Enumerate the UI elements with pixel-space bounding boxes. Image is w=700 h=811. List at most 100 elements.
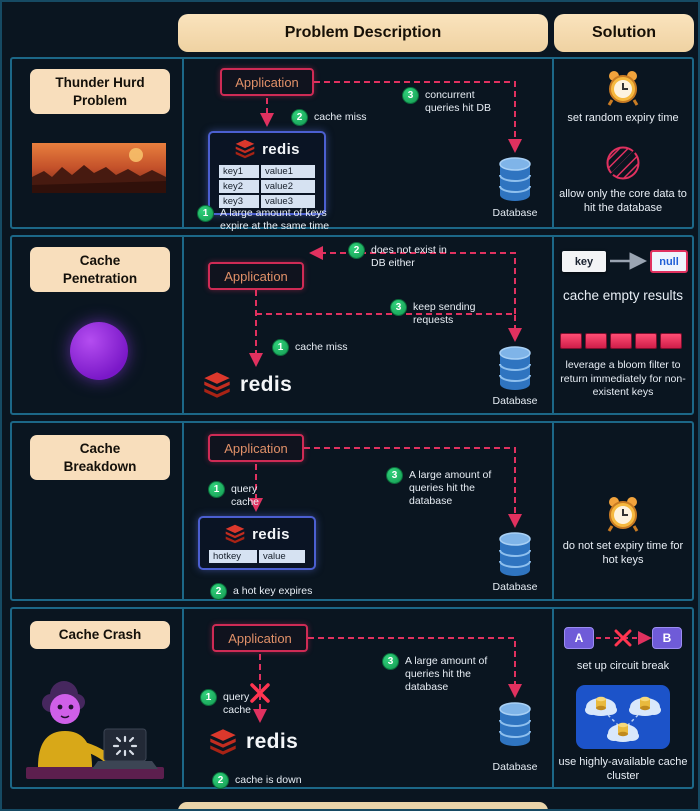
step-badge: 3 (382, 653, 399, 670)
step-badge: 3 (386, 467, 403, 484)
kv-cell: hotkey (209, 550, 257, 563)
node-a-box: A (564, 627, 594, 649)
database-label: Database (492, 761, 538, 773)
database-label: Database (492, 581, 538, 593)
column-divider (182, 237, 184, 413)
bloom-block (660, 333, 682, 349)
column-header-solution-label: Solution (592, 24, 656, 41)
solution-text: set up circuit break (576, 660, 670, 672)
step-queries-hit-db: 3 A large amount of queries hit the data… (386, 467, 516, 508)
redis-logo-icon (204, 372, 230, 398)
application-node: Application (208, 434, 304, 462)
row-title: Cache Breakdown (30, 435, 170, 481)
solution-cell: do not set expiry time for hot keys (552, 423, 694, 599)
planet-illustration (70, 322, 128, 380)
row-cache-crash: Cache Crash Application (10, 607, 694, 789)
herd-illustration (32, 143, 166, 193)
person-illustration (26, 681, 164, 779)
x-mark-icon (614, 629, 632, 647)
step-badge: 1 (197, 205, 214, 222)
bloom-block (635, 333, 657, 349)
application-node: Application (208, 262, 304, 290)
solution-text: set random expiry time (567, 112, 679, 124)
solution-cell: key null cache empty results leverage a … (552, 237, 694, 413)
column-divider (552, 237, 554, 413)
step-queries-hit-db: 3 A large amount of queries hit the data… (382, 653, 512, 694)
kv-cell: key3 (219, 195, 259, 208)
circuit-break-arrow (596, 629, 652, 647)
solution-text: allow only the core data to hit the data… (559, 188, 687, 215)
column-header-problem-label: Problem Description (284, 24, 442, 41)
step-badge: 2 (348, 242, 365, 259)
solution-note: leverage a bloom filter to return immedi… (560, 359, 686, 399)
redis-label: redis (252, 525, 290, 543)
database-icon (499, 346, 531, 390)
kv-cell: value1 (261, 165, 315, 178)
solution-headline: cache empty results (562, 288, 684, 303)
kv-cell: value (259, 550, 305, 563)
redis-label: redis (240, 373, 293, 396)
row-cache-penetration: Cache Penetration Application 2 does not… (10, 235, 694, 415)
row-title: Cache Crash (30, 621, 170, 649)
row-cache-breakdown: Cache Breakdown Application 1 query cach… (10, 421, 694, 601)
node-b-box: B (652, 627, 682, 649)
database-icon (499, 532, 531, 576)
column-header-problem: Problem Description (178, 14, 548, 52)
step-keep-sending: 3 keep sending requests (390, 299, 490, 327)
column-divider (552, 609, 554, 787)
step-cache-miss: 2 cache miss (291, 109, 367, 126)
step-badge: 1 (200, 689, 217, 706)
redis-node: redis (208, 727, 298, 757)
database-label: Database (492, 207, 538, 219)
redis-label: redis (262, 140, 300, 158)
step-keys-expire: 1 A large amount of keys expire at the s… (197, 205, 347, 233)
step-badge: 3 (390, 299, 407, 316)
redis-logo-icon (210, 729, 236, 755)
application-node: Application (212, 624, 308, 652)
application-node: Application (220, 68, 314, 96)
cloud-cluster-icon (576, 685, 670, 749)
step-cache-is-down: 2 cache is down (212, 772, 302, 789)
alarm-clock-icon (607, 497, 639, 532)
solution-text: use highly-available cache cluster (558, 756, 688, 783)
null-box: null (650, 250, 688, 273)
kv-cell: key2 (219, 180, 259, 193)
step-badge: 2 (210, 583, 227, 600)
redis-logo-icon (225, 524, 245, 544)
redis-node: redis (202, 370, 292, 400)
solution-text: do not set expiry time for hot keys (562, 540, 684, 567)
row-title: Thunder Hurd Problem (30, 69, 170, 115)
partial-next-header (178, 802, 548, 809)
solution-cell: set random expiry time allow only the co… (552, 59, 694, 227)
bloom-filter-blocks (560, 333, 682, 349)
bloom-block (610, 333, 632, 349)
column-header-solution: Solution (554, 14, 694, 52)
kv-cell: value3 (261, 195, 315, 208)
step-badge: 2 (212, 772, 229, 789)
kv-cell: key1 (219, 165, 259, 178)
column-divider (552, 59, 554, 227)
step-cache-miss: 1 cache miss (272, 339, 348, 356)
step-badge: 1 (272, 339, 289, 356)
step-not-in-db: 2 does not exist in DB either (348, 242, 464, 270)
step-concurrent-queries: 3 concurrent queries hit DB (402, 87, 506, 115)
database-icon (499, 702, 531, 746)
bloom-block (560, 333, 582, 349)
step-hot-key-expires: 2 a hot key expires (210, 583, 312, 600)
solution-cell: A B set up circuit break (552, 609, 694, 787)
database-icon (499, 157, 531, 201)
kv-cell: value2 (261, 180, 315, 193)
key-box: key (562, 251, 606, 272)
redis-logo-icon (235, 139, 255, 159)
redis-label: redis (246, 730, 299, 753)
column-divider (182, 609, 184, 787)
step-query-cache: 1 query cache (200, 689, 266, 717)
database-label: Database (492, 395, 538, 407)
step-badge: 3 (402, 87, 419, 104)
step-query-cache: 1 query cache (208, 481, 274, 509)
